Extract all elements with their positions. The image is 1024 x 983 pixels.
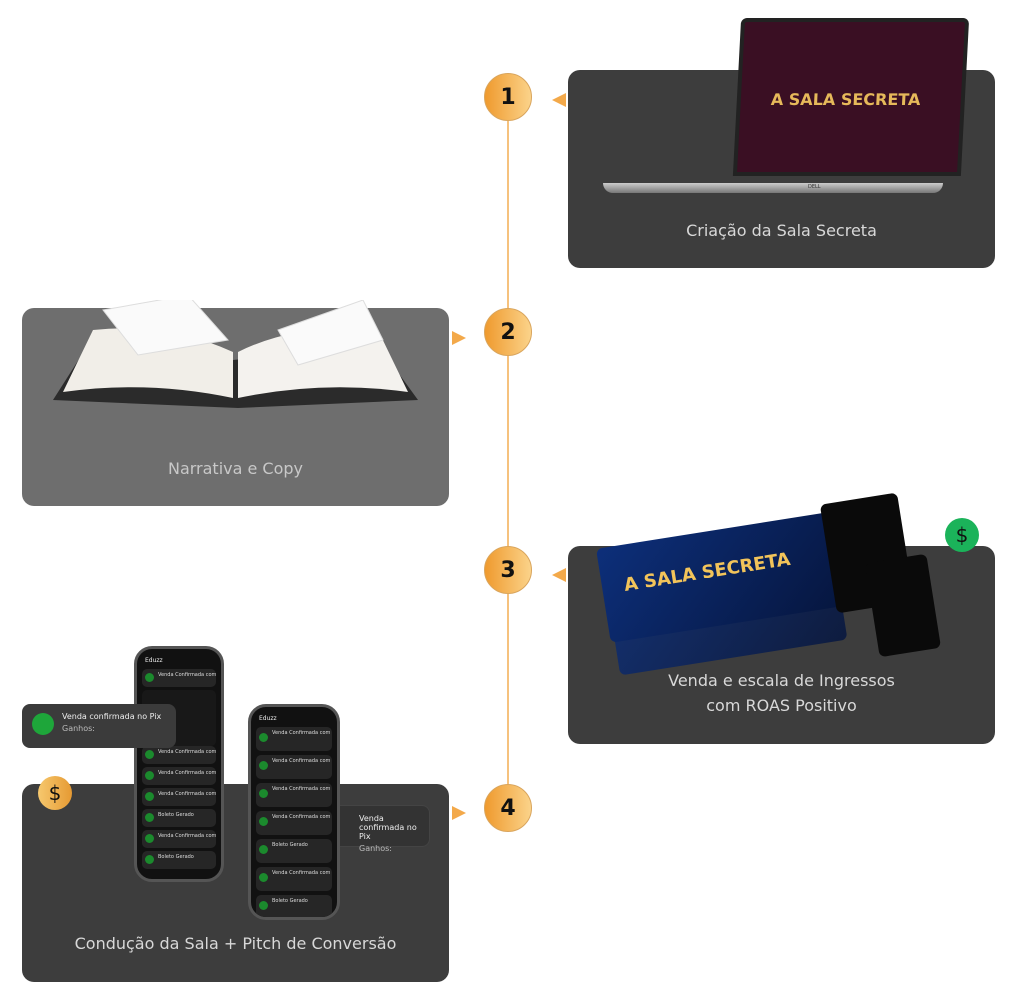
step-3-title-line2: com ROAS Positivo (706, 696, 857, 715)
dollar-icon: $ (38, 776, 72, 810)
phone-app-title: Eduzz (145, 657, 163, 664)
notification-title: Venda confirmada no Pix (62, 712, 162, 721)
phone-row: Venda Confirmada com Pix (142, 746, 216, 764)
phone-row: Venda Confirmada com Pix (142, 788, 216, 806)
phone-row: Venda Confirmada com Pix (256, 727, 332, 751)
phone-row: Venda Confirmada com Pix (256, 755, 332, 779)
notification-earnings: Ganhos: (62, 724, 95, 733)
step-2-badge: 2 (484, 308, 532, 356)
phone-row: Venda Confirmada com Pix (256, 783, 332, 807)
notification-earnings: Ganhos: (359, 844, 392, 853)
step-3-title-line1: Venda e escala de Ingressos (668, 671, 895, 690)
step-1-title: Criação da Sala Secreta (686, 221, 877, 240)
money-icon (32, 713, 54, 735)
phone-row: Venda Confirmada com Pix (142, 669, 216, 687)
phone-row: Boleto Gerado (142, 809, 216, 827)
pointer-arrow (452, 806, 466, 820)
pointer-arrow (552, 568, 566, 582)
pointer-arrow (552, 93, 566, 107)
notification-card: Venda confirmada no Pix Ganhos: (22, 704, 176, 748)
phone-row: Venda Confirmada com Pix (256, 811, 332, 835)
step-4-title: Condução da Sala + Pitch de Conversão (74, 934, 397, 953)
phone-row: Boleto Gerado (256, 895, 332, 917)
phone-app-title: Eduzz (259, 715, 277, 722)
notification-title: Venda confirmada no Pix (359, 814, 417, 841)
phone-row: Boleto Gerado (256, 839, 332, 863)
sala-secreta-logo: A SALA SECRETA (770, 90, 921, 109)
laptop-base: DELL (603, 183, 943, 193)
step-1-badge: 1 (484, 73, 532, 121)
phone-row: Venda Confirmada com Pix (142, 767, 216, 785)
ticket-logo: A SALA SECRETA (622, 548, 792, 596)
phone-row: Venda Confirmada com Pix (142, 830, 216, 848)
phone-row: Venda Confirmada com Pix (256, 867, 332, 891)
step-4-badge: 4 (484, 784, 532, 832)
phone-mockup: Eduzz Venda Confirmada com Pix Venda Con… (248, 704, 340, 920)
phone-mockup: Eduzz Venda Confirmada com Pix Venda Con… (134, 646, 224, 882)
timeline-line (507, 97, 509, 808)
phone-row: Boleto Gerado (142, 851, 216, 869)
laptop-image: A SALA SECRETA (732, 18, 970, 176)
dollar-icon: $ (945, 518, 979, 552)
open-book-image (53, 300, 418, 408)
pointer-arrow (452, 331, 466, 345)
step-3-badge: 3 (484, 546, 532, 594)
laptop-brand: DELL (808, 184, 821, 190)
step-2-title: Narrativa e Copy (167, 459, 304, 478)
